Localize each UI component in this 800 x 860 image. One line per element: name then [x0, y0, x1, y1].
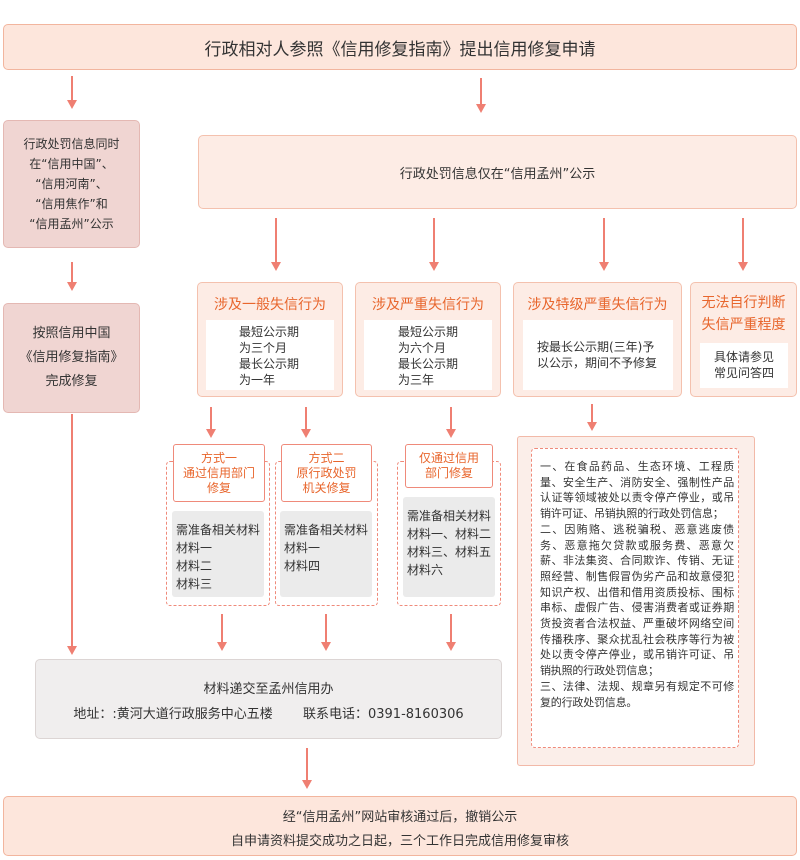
method-one-materials-box: 需准备相关材料 材料一 材料二 材料三	[172, 511, 264, 597]
arrow-line	[450, 614, 452, 642]
method-three-materials-box: 需准备相关材料 材料一、材料二 材料三、材料五 材料六	[403, 497, 495, 597]
final-result-box: 经“信用孟州”网站审核通过后，撤销公示 自申请资料提交成功之日起，三个工作日完成…	[3, 796, 797, 856]
method-three-title: 仅通过信用 部门修复	[405, 444, 493, 488]
special-list-text: 一、在食品药品、生态环境、工程质量、安全生产、消防安全、强制性产品认证等领域被处…	[540, 460, 734, 709]
special-list-box: 一、在食品药品、生态环境、工程质量、安全生产、消防安全、强制性产品认证等领域被处…	[531, 448, 739, 748]
xinyong-china-repair-box: 按照信用中国 《信用修复指南》 完成修复	[3, 303, 140, 413]
arrow-line	[480, 78, 482, 104]
arrow-head	[599, 262, 609, 271]
arrow-line	[71, 414, 73, 647]
category-title: 涉及特级严重失信行为	[527, 297, 668, 313]
arrow-line	[433, 218, 435, 262]
arrow-head	[446, 429, 456, 438]
final-line-2: 自申请资料提交成功之日起，三个工作日完成信用修复审核	[230, 834, 569, 849]
xinyong-china-repair-text: 按照信用中国 《信用修复指南》 完成修复	[19, 326, 124, 389]
application-banner: 行政相对人参照《信用修复指南》提出信用修复申请	[3, 24, 797, 70]
mengzhou-only-text: 行政处罚信息仅在“信用孟州”公示	[399, 166, 596, 182]
category-title: 无法自行判断 失信严重程度	[701, 295, 786, 333]
method-three-materials: 需准备相关材料 材料一、材料二 材料三、材料五 材料六	[407, 509, 492, 577]
arrow-head	[67, 282, 77, 291]
arrow-line	[305, 407, 307, 429]
arrow-line	[71, 76, 73, 100]
submit-phone: 联系电话：0391-8160306	[302, 707, 464, 722]
arrow-line	[275, 218, 277, 262]
arrow-head	[301, 429, 311, 438]
category-body: 最短公示期 为六个月 最长公示期 为三年	[398, 325, 459, 387]
arrow-line	[71, 262, 73, 282]
category-body: 最短公示期 为三个月 最长公示期 为一年	[239, 325, 300, 387]
submit-title: 材料递交至孟州信用办	[203, 682, 334, 697]
category-title: 涉及严重失信行为	[372, 297, 484, 313]
arrow-head	[446, 642, 456, 651]
arrow-line	[325, 614, 327, 642]
arrow-line	[742, 218, 744, 262]
mengzhou-only-box: 行政处罚信息仅在“信用孟州”公示	[198, 135, 797, 209]
category-serious: 涉及严重失信行为 最短公示期 为六个月 最长公示期 为三年	[355, 282, 501, 397]
arrow-head	[738, 262, 748, 271]
method-two-materials: 需准备相关材料 材料一 材料四	[284, 523, 369, 573]
multi-platform-publish-box: 行政处罚信息同时 在“信用中国”、 “信用河南”、 “信用焦作”和 “信用孟州”…	[3, 120, 140, 248]
arrow-line	[591, 404, 593, 422]
method-two-materials-box: 需准备相关材料 材料一 材料四	[280, 511, 372, 597]
submit-address: 地址：:黄河大道行政服务中心五楼	[73, 707, 273, 722]
multi-platform-publish-text: 行政处罚信息同时 在“信用中国”、 “信用河南”、 “信用焦作”和 “信用孟州”…	[23, 137, 120, 231]
final-line-1: 经“信用孟州”网站审核通过后，撤销公示	[282, 810, 518, 825]
submit-materials-box: 材料递交至孟州信用办 地址：:黄河大道行政服务中心五楼 联系电话：0391-81…	[35, 659, 502, 739]
arrow-line	[603, 218, 605, 262]
arrow-head	[302, 780, 312, 789]
category-extreme: 涉及特级严重失信行为 按最长公示期(三年)予 以公示，期间不予修复	[513, 282, 682, 397]
category-unknown: 无法自行判断 失信严重程度 具体请参见 常见问答四	[690, 282, 797, 397]
method-one-title: 方式一 通过信用部门 修复	[173, 444, 265, 502]
arrow-head	[476, 104, 486, 113]
arrow-head	[429, 262, 439, 271]
category-body: 具体请参见 常见问答四	[714, 350, 775, 380]
category-title: 涉及一般失信行为	[214, 297, 326, 313]
method-one-materials: 需准备相关材料 材料一 材料二 材料三	[176, 523, 261, 591]
category-general: 涉及一般失信行为 最短公示期 为三个月 最长公示期 为一年	[197, 282, 343, 397]
arrow-line	[221, 614, 223, 642]
category-body: 按最长公示期(三年)予 以公示，期间不予修复	[537, 340, 658, 370]
application-title: 行政相对人参照《信用修复指南》提出信用修复申请	[204, 39, 596, 60]
arrow-line	[210, 407, 212, 429]
arrow-head	[206, 429, 216, 438]
arrow-line	[306, 748, 308, 780]
method-two-title: 方式二 原行政处罚 机关修复	[281, 444, 372, 502]
arrow-head	[587, 422, 597, 431]
arrow-head	[271, 262, 281, 271]
arrow-head	[217, 642, 227, 651]
arrow-head	[321, 642, 331, 651]
arrow-head	[67, 646, 77, 655]
arrow-line	[450, 407, 452, 429]
arrow-head	[67, 100, 77, 109]
